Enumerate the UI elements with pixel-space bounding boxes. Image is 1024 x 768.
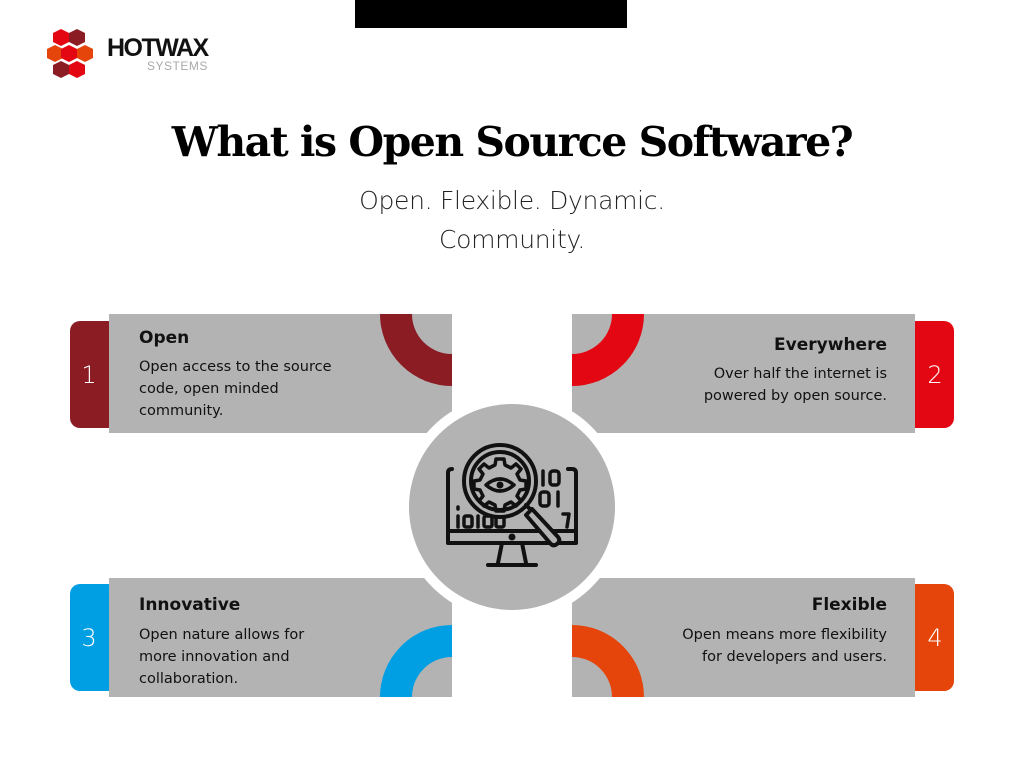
card-innovative: Innovative Open nature allows for more i… bbox=[109, 578, 452, 697]
logo-wordmark: HOTWAX bbox=[107, 34, 209, 62]
arc-decoration bbox=[380, 314, 452, 386]
page-title: What is Open Source Software? bbox=[171, 118, 854, 166]
card-heading: Open bbox=[139, 328, 190, 348]
card-line: powered by open source. bbox=[703, 388, 887, 404]
monitor-magnifier-gear-icon bbox=[446, 443, 578, 567]
card-description: Open means more flexibility for develope… bbox=[682, 624, 887, 668]
card-flexible: Flexible Open means more flexibility for… bbox=[572, 578, 915, 697]
subtitle-line-1: Open. Flexible. Dynamic. bbox=[359, 186, 665, 215]
card-line: community. bbox=[139, 403, 224, 419]
arc-decoration bbox=[572, 314, 644, 386]
hexagon-cluster-icon bbox=[47, 29, 93, 78]
card-line: Open nature allows for bbox=[139, 627, 305, 643]
card-line: collaboration. bbox=[139, 671, 239, 687]
top-redaction-bar bbox=[355, 0, 627, 28]
arc-decoration bbox=[572, 625, 644, 697]
arc-decoration bbox=[380, 625, 452, 697]
card-description: Open nature allows for more innovation a… bbox=[139, 624, 304, 690]
card-line: Open means more flexibility bbox=[682, 627, 887, 643]
card-line: more innovation and bbox=[139, 649, 290, 665]
card-line: Over half the internet is bbox=[713, 366, 887, 382]
card-description: Open access to the source code, open min… bbox=[139, 356, 332, 422]
card-line: Open access to the source bbox=[139, 359, 332, 375]
card-everywhere: Everywhere Over half the internet is pow… bbox=[572, 314, 915, 433]
subtitle-line-2: Community. bbox=[438, 225, 586, 254]
card-open: Open Open access to the source code, ope… bbox=[109, 314, 452, 433]
card-line: code, open minded bbox=[139, 381, 279, 397]
card-heading: Innovative bbox=[139, 595, 241, 615]
card-description: Over half the internet is powered by ope… bbox=[704, 363, 887, 407]
logo-tagline: SYSTEMS bbox=[147, 59, 208, 73]
card-line: for developers and users. bbox=[701, 649, 887, 665]
card-heading: Flexible bbox=[811, 595, 887, 615]
hotwax-logo: HOTWAX SYSTEMS bbox=[47, 28, 227, 80]
card-heading: Everywhere bbox=[774, 335, 887, 355]
